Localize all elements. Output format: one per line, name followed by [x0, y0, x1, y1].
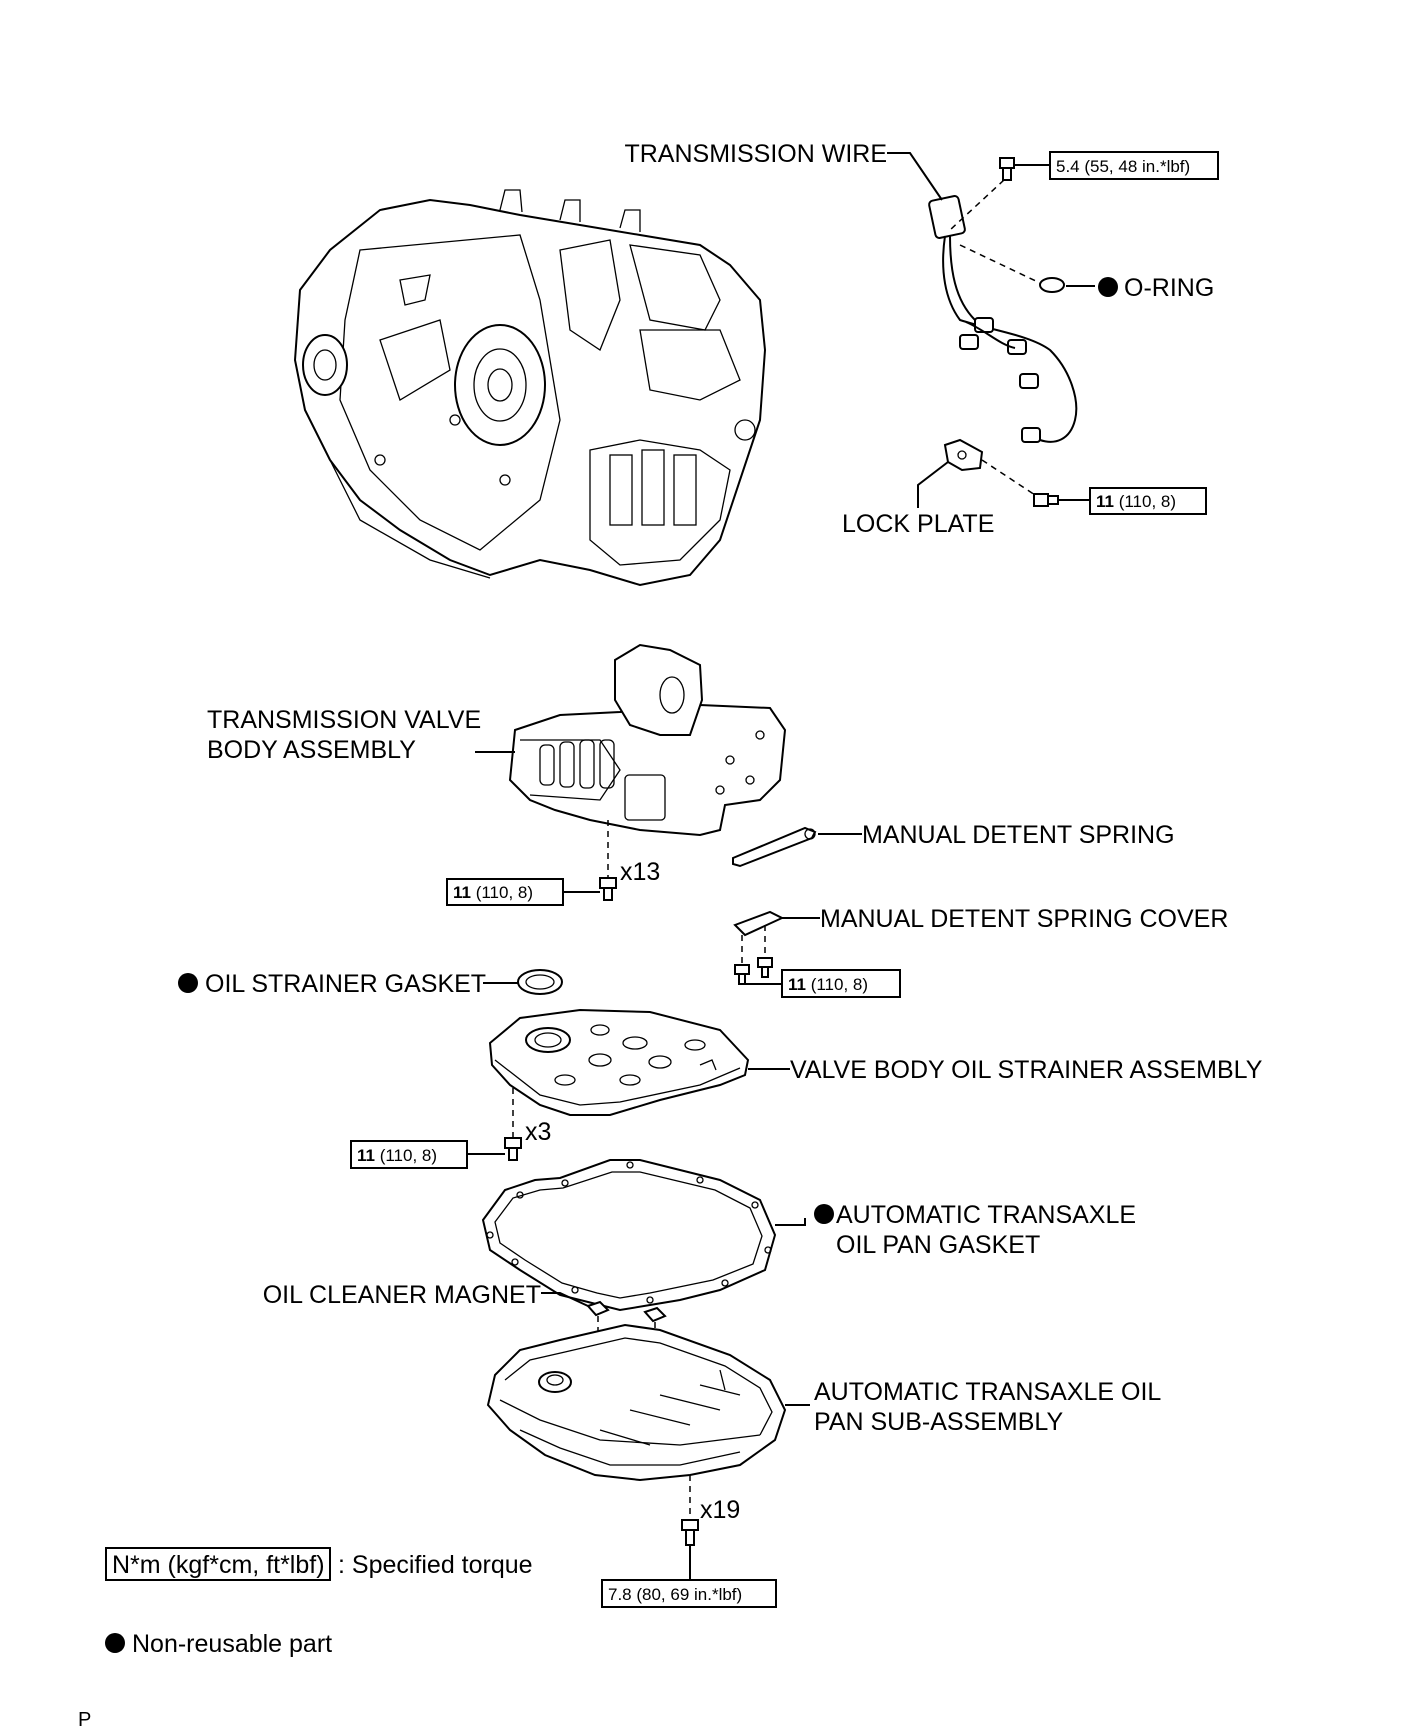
label-valve-body-oil-strainer: VALVE BODY OIL STRAINER ASSEMBLY: [790, 1056, 1263, 1084]
legend-torque-desc: : Specified torque: [338, 1551, 533, 1579]
page-letter: P: [78, 1709, 91, 1731]
lock-plate-icon: [943, 438, 984, 472]
oil-strainer-illustration: [488, 1008, 750, 1116]
label-lock-plate: LOCK PLATE: [842, 510, 994, 538]
torque-wire-bolt: 5.4 (55, 48 in.*lbf): [1056, 157, 1190, 176]
torque-oil-pan: 7.8 (80, 69 in.*lbf): [608, 1585, 742, 1604]
non-reusable-marker-pan-gasket: [814, 1204, 834, 1224]
wire-bolt-icon: [999, 157, 1015, 181]
label-manual-detent-spring: MANUAL DETENT SPRING: [862, 821, 1175, 849]
torque-box-oil-pan: [601, 1579, 777, 1608]
torque-valve-body: 11 (110, 8): [453, 883, 533, 902]
label-valve-body-line1: TRANSMISSION VALVE: [207, 706, 481, 734]
transmission-wire-illustration: [928, 195, 1078, 443]
oil-cleaner-magnet-icon-1: [586, 1300, 610, 1317]
torque-strainer: 11 (110, 8): [357, 1146, 437, 1165]
lock-plate-bolt-icon: [1033, 493, 1059, 507]
oil-pan-bolt-count: x19: [700, 1496, 740, 1524]
oil-pan-gasket-illustration: [481, 1159, 777, 1312]
label-valve-body-line2: BODY ASSEMBLY: [207, 736, 416, 764]
valve-body-illustration: [508, 643, 787, 837]
legend-torque-box: [105, 1547, 331, 1581]
strainer-bolt-count: x3: [525, 1118, 551, 1146]
oil-pan-bolt-icon: [681, 1519, 699, 1546]
torque-spring-cover: 11 (110, 8): [788, 975, 868, 994]
label-oil-strainer-gasket: OIL STRAINER GASKET: [205, 970, 486, 998]
oil-cleaner-magnet-icon-2: [643, 1306, 667, 1323]
label-manual-detent-spring-cover: MANUAL DETENT SPRING COVER: [820, 905, 1228, 933]
legend-non-reusable: Non-reusable part: [132, 1630, 332, 1658]
torque-box-lock-plate: [1089, 487, 1207, 515]
non-reusable-marker-strainer-gasket: [178, 973, 198, 993]
label-o-ring: O-RING: [1124, 274, 1214, 302]
legend-non-reusable-marker: [105, 1633, 125, 1653]
spring-cover-bolt-icon: [734, 957, 773, 985]
oil-strainer-gasket-icon: [517, 969, 563, 995]
transaxle-case-illustration: [293, 189, 767, 587]
label-oil-pan-line1: AUTOMATIC TRANSAXLE OIL: [814, 1378, 1161, 1406]
non-reusable-marker-o-ring: [1098, 277, 1118, 297]
torque-box-strainer: [350, 1140, 468, 1169]
torque-box-wire-bolt: [1049, 151, 1219, 180]
strainer-bolt-icon: [504, 1137, 522, 1161]
valve-body-bolt-count: x13: [620, 858, 660, 886]
legend-torque-unit: N*m (kgf*cm, ft*lbf): [112, 1551, 325, 1579]
torque-lock-plate: 11 (110, 8): [1096, 492, 1176, 511]
label-oil-pan-gasket-line2: OIL PAN GASKET: [836, 1231, 1040, 1259]
label-transmission-wire: TRANSMISSION WIRE: [624, 140, 887, 168]
label-oil-cleaner-magnet: OIL CLEANER MAGNET: [263, 1281, 541, 1309]
manual-detent-spring-icon: [732, 826, 817, 868]
label-oil-pan-line2: PAN SUB-ASSEMBLY: [814, 1408, 1063, 1436]
oil-pan-illustration: [486, 1323, 787, 1482]
torque-box-valve-body: [446, 878, 564, 906]
manual-detent-spring-cover-icon: [733, 910, 785, 937]
torque-box-spring-cover: [781, 969, 901, 998]
valve-body-bolt-icon: [599, 877, 617, 901]
o-ring-icon: [1039, 277, 1065, 293]
label-oil-pan-gasket-line1: AUTOMATIC TRANSAXLE: [836, 1201, 1136, 1229]
